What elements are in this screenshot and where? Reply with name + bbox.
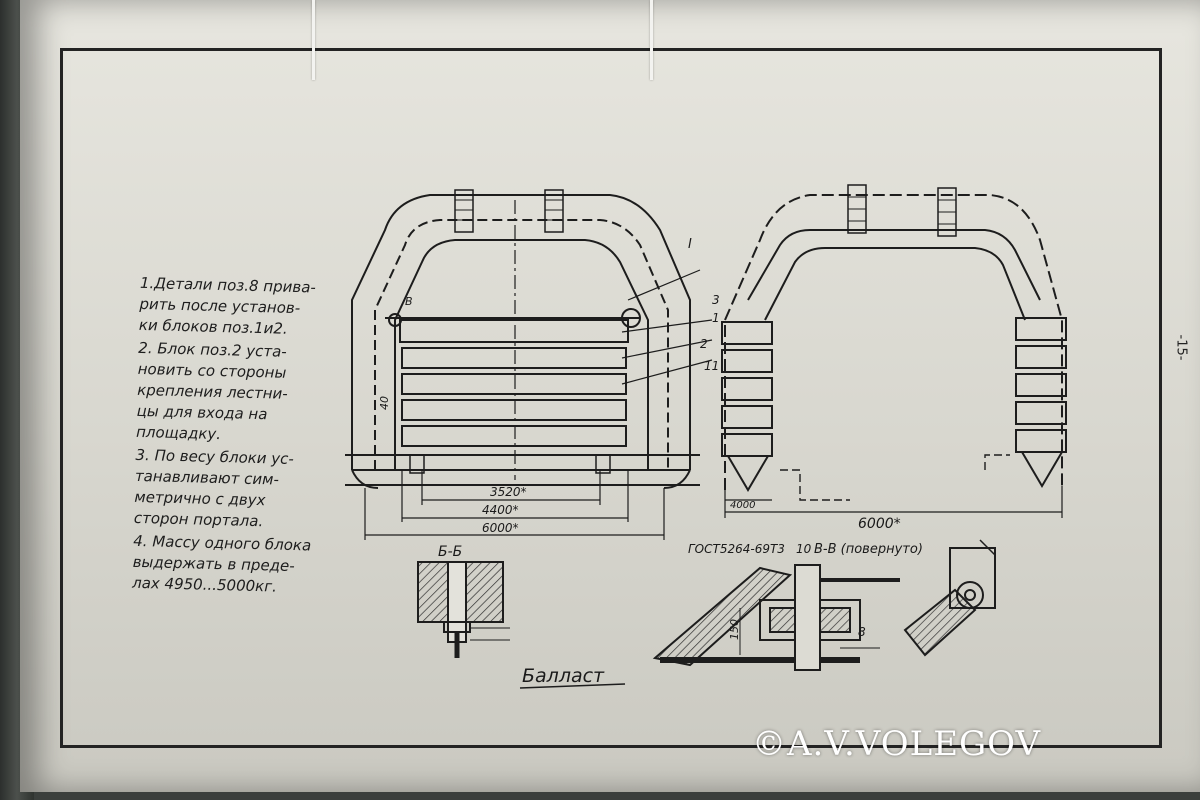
dimension-40: 40 (378, 396, 391, 410)
dimension-4400: 4400* (482, 503, 519, 517)
drawing-title: Балласт (522, 665, 605, 687)
callout-section-v: В (405, 295, 413, 308)
section-bb-label: Б-Б (438, 544, 462, 560)
dimension-6000-front: 6000* (482, 521, 519, 535)
title-underline (519, 683, 626, 689)
gost-label: ГОСТ5264-69Т3 (688, 542, 785, 556)
portal-front-view (345, 189, 700, 489)
dimension-4000: 4000 (730, 500, 755, 511)
callout-8: 8 (858, 625, 866, 639)
dimension-6000-side: 6000* (858, 516, 901, 532)
dimension-3520: 3520* (490, 485, 527, 499)
callout-3: 3 (712, 293, 720, 307)
page-number: -15- (1173, 334, 1189, 361)
dimension-150: 150 (728, 619, 741, 640)
dimension-lines-side (724, 486, 1063, 518)
drawing-frame (60, 48, 1162, 748)
binding-thread-left (312, 0, 315, 80)
section-bb-view (417, 561, 510, 658)
callout-11: 11 (704, 359, 719, 373)
callout-I: I (688, 237, 692, 252)
section-vv-label: В-В (повернуто) (814, 542, 923, 557)
dimension-lines-front (364, 269, 713, 540)
watermark: ©A.V.VOLEGOV (752, 724, 1041, 764)
section-vv-view (652, 564, 900, 671)
detail-i-view (903, 539, 996, 657)
callout-1: 1 (712, 311, 720, 325)
callout-2: 2 (700, 337, 708, 351)
drawing-sheet (20, 0, 1200, 792)
gost-size: 10 (796, 542, 812, 556)
portal-side-view (721, 184, 1067, 501)
binding-thread-right (650, 0, 653, 80)
